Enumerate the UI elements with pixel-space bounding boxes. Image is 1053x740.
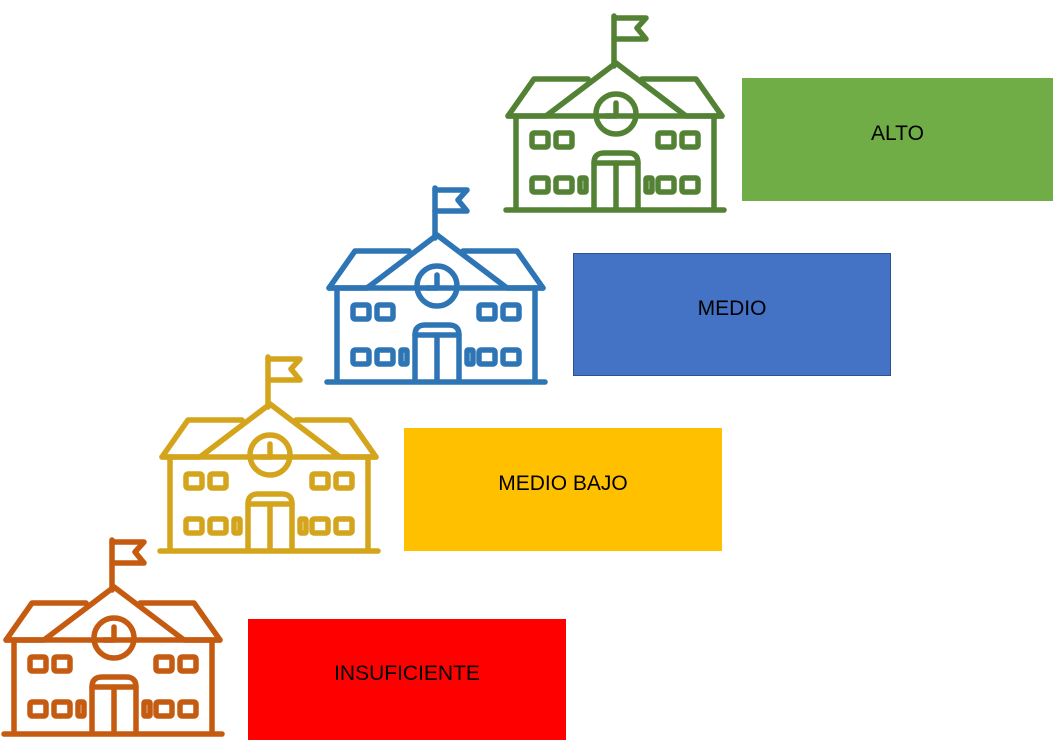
school-icon: [506, 11, 726, 216]
level-label: MEDIO BAJO: [498, 471, 628, 495]
level-box-medio: MEDIO: [573, 253, 891, 376]
level-label: MEDIO: [697, 296, 767, 320]
level-box-alto: ALTO: [742, 78, 1053, 201]
level-label: ALTO: [871, 121, 924, 145]
school-icon: [4, 535, 224, 740]
level-label: INSUFICIENTE: [334, 661, 480, 685]
level-box-insuficiente: INSUFICIENTE: [248, 619, 566, 740]
level-box-medio-bajo: MEDIO BAJO: [404, 428, 722, 551]
